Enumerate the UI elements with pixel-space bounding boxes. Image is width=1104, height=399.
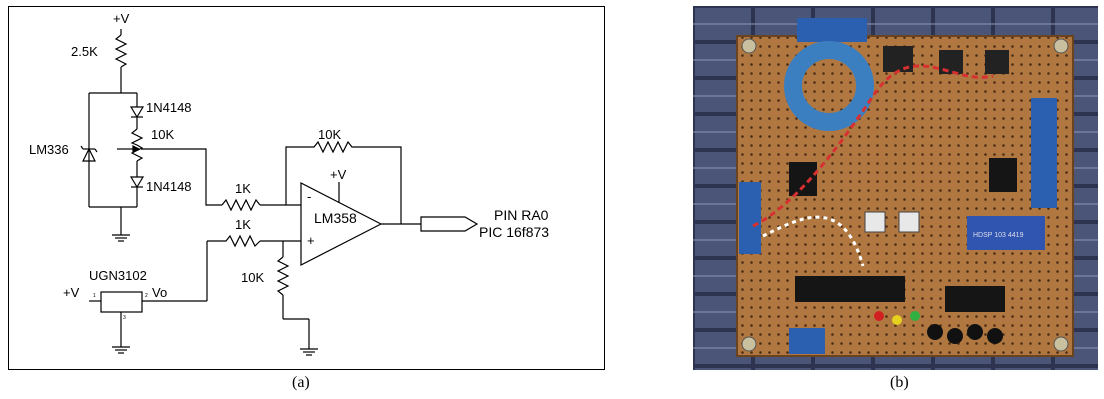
label-opamp-name: LM358 (314, 210, 357, 226)
chip-bottom-right (945, 286, 1005, 312)
label-r-top: 2.5K (71, 44, 98, 59)
led-green (910, 311, 920, 321)
label-sensor-pin2: 2 (145, 293, 148, 299)
label-r-in2: 1K (235, 217, 251, 232)
schematic-diagram: +V 2.5K 1N4148 10K LM336 1N4148 10K +V -… (29, 11, 549, 356)
resistor-10k-ground (276, 256, 290, 296)
display-module (967, 216, 1045, 250)
terminal-block-top (797, 18, 867, 42)
label-sensor-pin3: 3 (123, 315, 126, 321)
label-r-feedback: 10K (318, 127, 341, 142)
chip-microcontroller (795, 276, 905, 302)
wire-red (752, 64, 994, 228)
diode-bottom (129, 176, 145, 189)
push-button-1 (864, 211, 886, 233)
chip-small-right (989, 158, 1017, 192)
output-connector (420, 216, 479, 232)
capacitor-4 (987, 328, 1003, 344)
led-red (874, 311, 884, 321)
zener-symbol (82, 147, 96, 162)
resistor-1k-upper (221, 198, 261, 212)
label-vplus-top: +V (113, 11, 130, 26)
label-diode-bottom: 1N4148 (146, 179, 192, 194)
label-sensor-vplus: +V (63, 285, 80, 300)
caption-b: (b) (890, 374, 909, 391)
label-output-pin: PIN RA0 (494, 207, 549, 223)
photo-illustration: HDSP 103 4419 (693, 6, 1098, 370)
schematic-panel: +V 2.5K 1N4148 10K LM336 1N4148 10K +V -… (8, 6, 605, 370)
terminal-block-left (739, 182, 761, 254)
label-opamp-minus: - (307, 189, 311, 204)
hall-sensor-body (100, 291, 143, 313)
label-r-in1: 1K (235, 181, 251, 196)
circuit-photo: HDSP 103 4419 (693, 6, 1098, 370)
capacitor-3 (967, 324, 983, 340)
resistor-2-5k (114, 34, 128, 68)
caption-a: (a) (292, 374, 310, 391)
label-sensor-pin1: 1 (93, 293, 96, 299)
opamp-triangle (300, 182, 383, 266)
capacitor-2 (947, 328, 963, 344)
transistor-3 (985, 50, 1009, 74)
push-button-2 (898, 211, 920, 233)
display-module-label: HDSP 103 4419 (973, 232, 1024, 239)
label-sensor-vo: Vo (152, 285, 167, 300)
terminal-block-bottom (789, 328, 825, 354)
label-output-chip: PIC 16f873 (479, 224, 549, 240)
label-opamp-vplus: +V (330, 167, 347, 182)
led-yellow (892, 315, 902, 325)
terminal-block-right (1031, 98, 1057, 208)
label-pot: 10K (151, 127, 174, 142)
label-zener: LM336 (29, 142, 69, 157)
capacitor-1 (927, 324, 943, 340)
label-sensor-name: UGN3102 (89, 268, 147, 283)
label-r-ground: 10K (241, 270, 264, 285)
label-opamp-plus: + (307, 233, 315, 248)
toroid-inductor (784, 41, 874, 131)
label-diode-top: 1N4148 (146, 100, 192, 115)
potentiometer-10k (130, 128, 144, 162)
chip-small-left (789, 162, 817, 196)
diode-top (129, 106, 145, 119)
resistor-1k-lower (207, 234, 261, 248)
